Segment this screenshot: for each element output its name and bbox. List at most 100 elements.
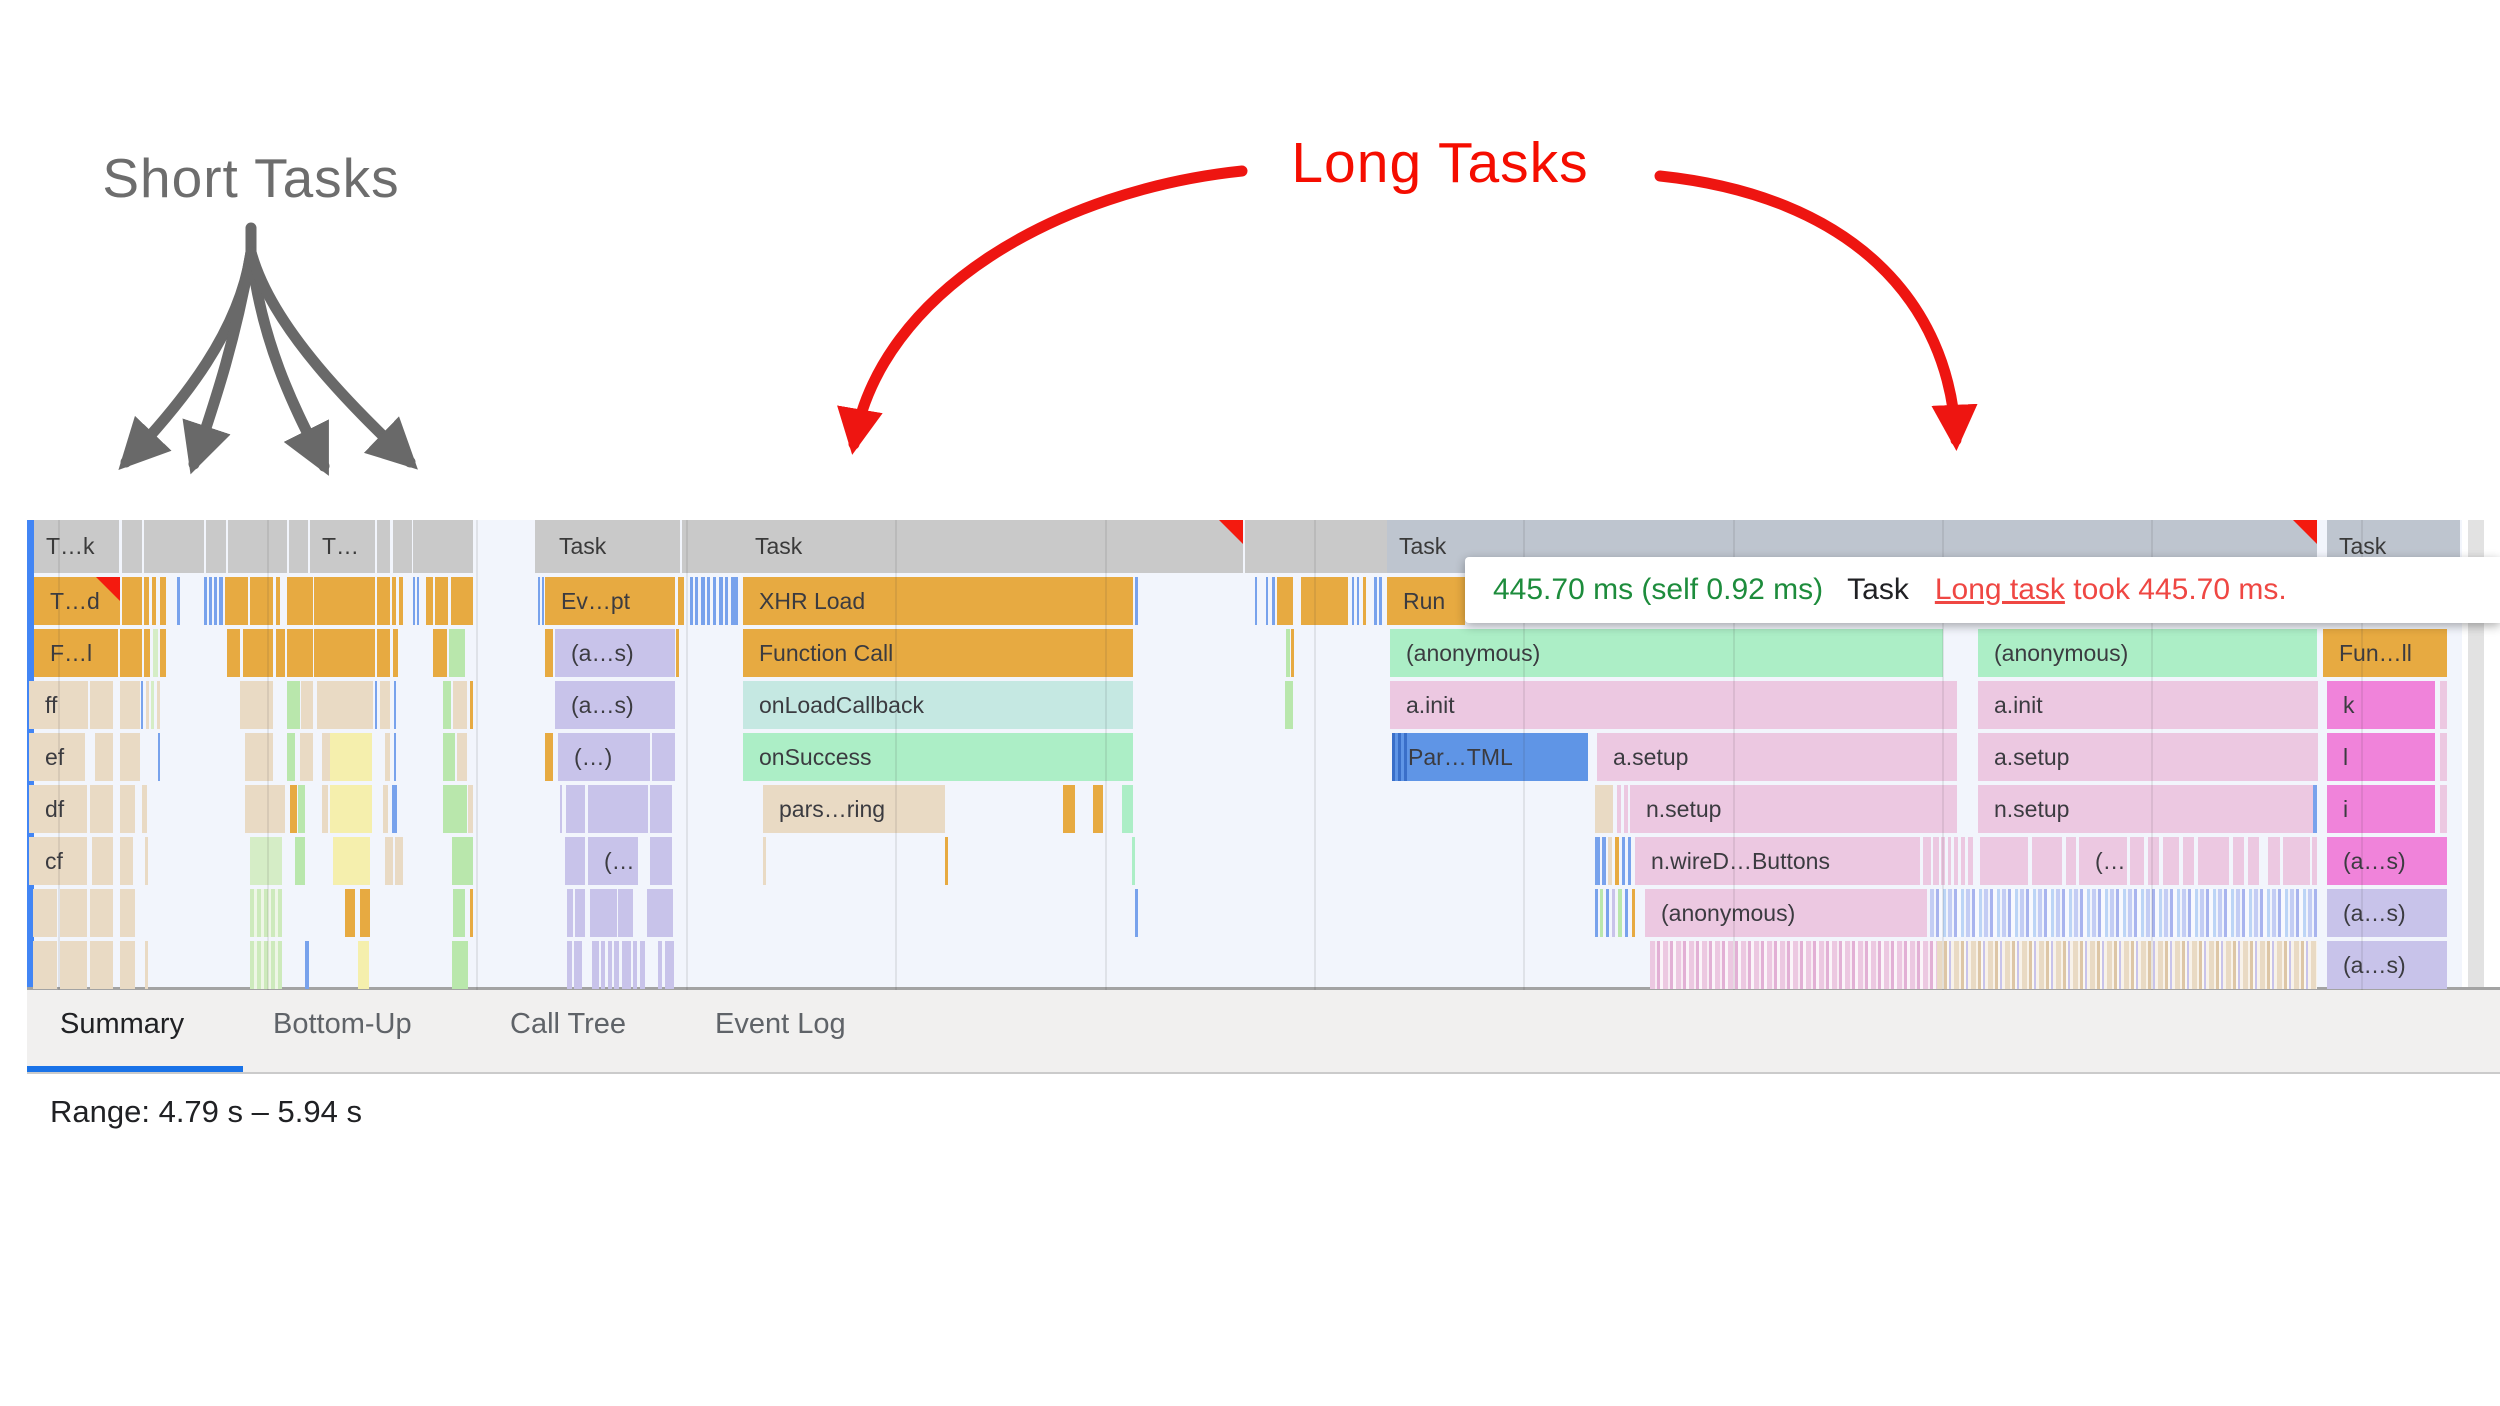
flame-block[interactable] — [590, 889, 617, 937]
flame-block[interactable] — [377, 629, 390, 677]
flame-block[interactable] — [92, 837, 113, 885]
flame-block[interactable] — [1602, 837, 1606, 885]
flame-block[interactable] — [713, 577, 716, 625]
flame-block[interactable] — [33, 889, 57, 937]
flame-block[interactable] — [652, 733, 675, 781]
flame-block[interactable] — [763, 837, 766, 885]
flame-block[interactable] — [243, 629, 273, 677]
flame-block[interactable] — [1612, 889, 1615, 937]
flame-block[interactable] — [153, 629, 158, 677]
flame-block[interactable] — [1624, 785, 1628, 833]
flame-block[interactable] — [300, 733, 313, 781]
flame-block[interactable] — [122, 577, 142, 625]
flame-block[interactable] — [393, 629, 398, 677]
flame-block[interactable] — [1937, 941, 2317, 989]
flame-block[interactable] — [452, 941, 468, 989]
flame-block[interactable] — [545, 629, 553, 677]
flame-block[interactable] — [358, 941, 369, 989]
flame-block[interactable] — [287, 577, 313, 625]
flame-header-task[interactable]: T…k — [34, 520, 119, 573]
flame-block[interactable] — [209, 577, 212, 625]
flame-block[interactable] — [435, 577, 448, 625]
flame-block[interactable] — [160, 629, 166, 677]
flame-block[interactable] — [385, 837, 393, 885]
flame-block[interactable] — [2198, 837, 2229, 885]
flame-block[interactable] — [60, 941, 87, 989]
flame-header-segment[interactable] — [431, 520, 473, 573]
flame-block--a-s-[interactable]: (a…s) — [555, 629, 675, 677]
flame-header-segment[interactable] — [377, 520, 390, 573]
flame-block[interactable] — [2066, 837, 2076, 885]
flame-block--[interactable]: (… — [588, 837, 638, 885]
flame-block[interactable] — [574, 941, 582, 989]
flame-block[interactable] — [1093, 785, 1103, 833]
flame-block[interactable] — [1622, 837, 1625, 885]
flame-block[interactable] — [468, 785, 473, 833]
flame-block[interactable] — [177, 577, 180, 625]
flame-block[interactable] — [443, 681, 451, 729]
flame-block[interactable] — [1595, 889, 1598, 937]
flame-block[interactable] — [1122, 785, 1133, 833]
flame-block[interactable] — [322, 785, 328, 833]
flame-block[interactable] — [945, 837, 948, 885]
flame-block[interactable] — [417, 577, 419, 625]
flame-block-a-init[interactable]: a.init — [1978, 681, 2318, 729]
flame-block--[interactable]: (…) — [558, 733, 650, 781]
flame-block[interactable] — [2163, 837, 2179, 885]
flame-block--[interactable]: (… — [2079, 837, 2127, 885]
flame-block--a-s-[interactable]: (a…s) — [2327, 837, 2447, 885]
flame-block[interactable] — [614, 941, 619, 989]
flame-block[interactable] — [1595, 837, 1600, 885]
flame-block[interactable] — [1266, 577, 1268, 625]
flame-block[interactable] — [633, 941, 637, 989]
flame-block-a-init[interactable]: a.init — [1390, 681, 1957, 729]
flame-block[interactable] — [1625, 889, 1628, 937]
flame-block[interactable] — [1618, 889, 1622, 937]
flame-block--a-s-[interactable]: (a…s) — [2327, 941, 2447, 989]
flame-block[interactable] — [120, 785, 135, 833]
flame-block[interactable] — [301, 681, 313, 729]
flame-block[interactable] — [453, 889, 465, 937]
flame-block[interactable] — [225, 577, 248, 625]
flame-block-f-l[interactable]: F…l — [34, 629, 118, 677]
flame-block[interactable] — [1363, 577, 1366, 625]
tab-bottom-up[interactable]: Bottom-Up — [273, 1008, 412, 1040]
flame-block[interactable] — [650, 785, 672, 833]
flame-block[interactable] — [120, 733, 140, 781]
flame-block[interactable] — [426, 577, 433, 625]
flame-block[interactable] — [1132, 837, 1135, 885]
flame-block[interactable] — [314, 577, 375, 625]
flame-block[interactable] — [678, 577, 684, 625]
flame-header-segment[interactable] — [122, 520, 142, 573]
flame-header-segment[interactable] — [289, 520, 308, 573]
tab-event-log[interactable]: Event Log — [715, 1008, 846, 1040]
flame-block[interactable] — [1379, 577, 1382, 625]
flame-block[interactable] — [90, 941, 113, 989]
flame-block[interactable] — [2248, 837, 2259, 885]
flame-block[interactable] — [204, 577, 207, 625]
chart-scroll-track[interactable] — [2468, 520, 2484, 990]
flame-block[interactable] — [1374, 577, 1377, 625]
flame-block[interactable] — [565, 837, 585, 885]
flame-block[interactable] — [725, 577, 728, 625]
flame-block[interactable] — [1135, 889, 1138, 937]
flame-block[interactable] — [95, 733, 113, 781]
flame-block-ff[interactable]: ff — [29, 681, 88, 729]
flame-block[interactable] — [120, 941, 135, 989]
tooltip-long-task-link[interactable]: Long task — [1934, 573, 2065, 606]
flame-block[interactable] — [276, 577, 280, 625]
flame-block[interactable] — [452, 837, 473, 885]
flame-block[interactable] — [157, 681, 160, 729]
flame-block[interactable] — [1632, 889, 1635, 937]
flame-block[interactable] — [2183, 837, 2194, 885]
flame-block-k[interactable]: k — [2327, 681, 2435, 729]
flame-block[interactable] — [144, 577, 149, 625]
flame-block[interactable] — [1608, 837, 1612, 885]
flame-header-segment[interactable] — [228, 520, 287, 573]
flame-block[interactable] — [451, 577, 473, 625]
flame-block[interactable] — [144, 629, 150, 677]
flame-block[interactable] — [695, 577, 698, 625]
flame-block[interactable] — [647, 889, 673, 937]
flame-block[interactable] — [152, 577, 156, 625]
flame-block[interactable] — [2130, 837, 2144, 885]
